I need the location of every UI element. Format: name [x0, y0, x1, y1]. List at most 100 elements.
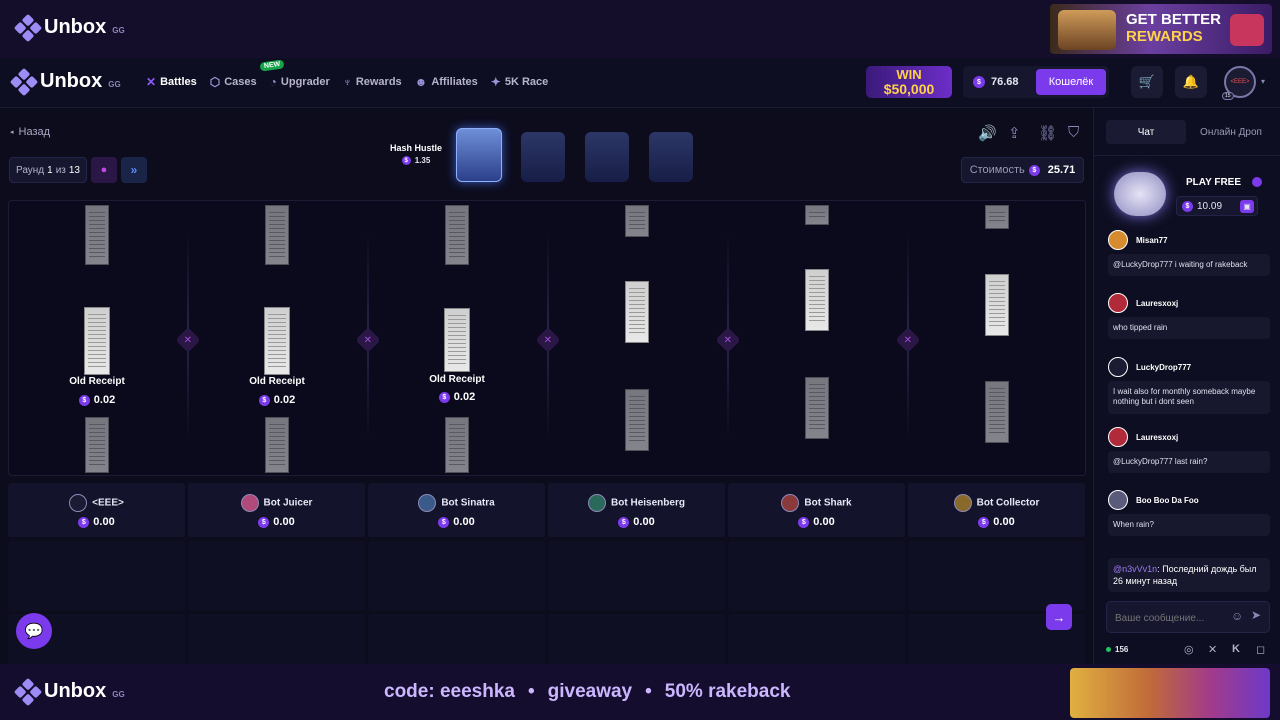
receipt-item-image — [84, 307, 110, 375]
banner-logo-text: Unbox — [44, 16, 107, 38]
users-icon: ☻ — [414, 75, 428, 89]
chat-username[interactable]: Lauresxoxj — [1136, 298, 1179, 308]
divider — [1094, 155, 1280, 156]
footer-logo[interactable]: Unbox GG — [13, 677, 125, 706]
player-card[interactable]: Bot Shark $0.00 — [728, 483, 905, 537]
share-icon[interactable]: ⇪ — [1008, 125, 1021, 142]
user-avatar — [1108, 490, 1128, 510]
upgrade-icon: ◔ — [269, 75, 277, 89]
player-card[interactable]: Bot Sinatra $0.00 — [368, 483, 545, 537]
receipt-item-image — [265, 205, 289, 265]
rewards-promo-banner[interactable]: GET BETTER REWARDS — [1050, 4, 1272, 54]
case-image-active[interactable] — [456, 128, 502, 182]
case-image[interactable] — [521, 132, 565, 182]
receipt-item-image — [805, 205, 829, 225]
player-name: Bot Juicer — [263, 497, 313, 509]
unbox-logo-icon — [13, 13, 43, 42]
footer-banner: Unbox GG code: eeeshka • giveaway • 50% … — [0, 664, 1280, 720]
nav-item-battles[interactable]: ✕Battles — [146, 75, 197, 89]
case-price: 1.35 — [414, 156, 431, 165]
arrow-right-icon[interactable]: → — [1046, 604, 1072, 630]
play-free-box[interactable]: $ 10.09 ▣ — [1176, 196, 1258, 216]
versus-icon: ✕ — [895, 327, 921, 353]
nav-item-upgrader[interactable]: ◔Upgrader NEW — [259, 59, 330, 89]
player-card[interactable]: Bot Collector $0.00 — [908, 483, 1085, 537]
receipt-item-image — [265, 417, 289, 473]
nav-item-cases[interactable]: ⬡Cases — [210, 75, 257, 89]
nav-item-affiliates[interactable]: ☻Affiliates — [415, 75, 478, 89]
x-twitter-icon[interactable]: ✕ — [1208, 644, 1218, 656]
nav-race-label: 5K Race — [504, 76, 549, 88]
separator-dot: • — [527, 681, 535, 702]
nav-logo[interactable]: Unbox GG — [9, 67, 121, 96]
info-icon[interactable] — [1252, 177, 1262, 187]
player-card[interactable]: Bot Juicer $0.00 — [188, 483, 365, 537]
win-promo-button[interactable]: WIN $50,000 — [866, 66, 952, 98]
reel-item-name: Old Receipt — [249, 376, 305, 387]
send-icon[interactable]: ➤ — [1251, 608, 1262, 622]
chat-input[interactable] — [1115, 609, 1225, 627]
chat-text: @LuckyDrop777 last rain? — [1108, 451, 1270, 474]
emoji-icon[interactable]: ☺ — [1231, 609, 1244, 623]
user-avatar[interactable]: <EEE> 15 — [1222, 66, 1256, 100]
system-user[interactable]: @n3vVv1n — [1113, 564, 1158, 574]
coin-icon: $ — [798, 516, 810, 528]
chat-text: who tipped rain — [1108, 317, 1270, 340]
discord-icon[interactable]: ◎ — [1184, 644, 1194, 656]
chevron-down-icon[interactable]: ▾ — [1261, 77, 1266, 86]
online-count: 156 — [1115, 645, 1129, 654]
player-avatar — [69, 494, 88, 512]
case-image[interactable] — [649, 132, 693, 182]
kick-icon[interactable]: K — [1232, 643, 1240, 655]
separator-dot: • — [645, 681, 652, 702]
shield-icon[interactable]: ⛉ — [1068, 124, 1080, 141]
player-name: Bot Shark — [804, 497, 852, 509]
instagram-icon[interactable]: ◻ — [1256, 644, 1266, 656]
promo-gift-image — [1058, 10, 1116, 50]
coin-icon: $ — [973, 76, 985, 88]
nav-item-5k-race[interactable]: ✦5K Race — [491, 75, 548, 89]
case-image[interactable] — [585, 132, 629, 182]
promo-line2: REWARDS — [1126, 28, 1203, 45]
link-icon[interactable]: ⛓ — [1038, 125, 1058, 142]
player-value: 0.00 — [453, 516, 475, 528]
coin-icon: $ — [438, 391, 450, 403]
drop-slot — [908, 541, 1085, 611]
sound-icon[interactable]: 🔊 — [978, 125, 997, 142]
coin-icon: $ — [1182, 200, 1193, 212]
chat-username[interactable]: Boo Boo Da Foo — [1136, 495, 1199, 505]
drop-slot — [548, 614, 725, 664]
new-badge: NEW — [259, 59, 285, 72]
coin-icon: $ — [978, 516, 990, 528]
player-card[interactable]: Bot Heisenberg $0.00 — [548, 483, 725, 537]
chat-username[interactable]: Lauresxoxj — [1136, 432, 1179, 442]
promo-rakeback: 50% rakeback — [664, 681, 791, 702]
bell-icon[interactable]: 🔔 — [1175, 66, 1207, 98]
player-name: Bot Collector — [976, 497, 1040, 509]
user-avatar — [1108, 357, 1128, 377]
cart-icon[interactable]: 🛒 — [1131, 66, 1163, 98]
chat-username[interactable]: Misan77 — [1136, 235, 1168, 245]
player-value: 0.00 — [993, 516, 1015, 528]
round-label: Раунд — [15, 164, 45, 176]
banner-logo-suffix: GG — [112, 26, 125, 35]
player-avatar — [588, 494, 607, 512]
bomb-mode-icon[interactable]: ● — [91, 157, 117, 183]
banner-logo[interactable]: Unbox GG — [13, 13, 125, 42]
chat-message: LuckyDrop777 I wait also for monthly som… — [1108, 357, 1270, 414]
chat-username[interactable]: LuckyDrop777 — [1136, 362, 1192, 372]
fast-mode-icon[interactable]: » — [121, 157, 147, 183]
wallet-button[interactable]: Кошелёк — [1036, 69, 1106, 95]
back-link[interactable]: ◂ Назад — [10, 126, 50, 138]
chat-toggle-icon[interactable]: 💬 — [16, 613, 52, 649]
footer-loot-image — [1070, 668, 1270, 718]
trash-icon: ▣ — [1240, 200, 1254, 213]
tab-online-drop[interactable]: Онлайн Дроп — [1200, 126, 1262, 138]
tab-chat[interactable]: Чат — [1106, 120, 1186, 144]
drop-slot — [188, 614, 365, 664]
user-avatar — [1108, 293, 1128, 313]
nav-menu: ✕Battles ⬡Cases ◔Upgrader NEW ♆Rewards ☻… — [146, 59, 548, 89]
nav-item-rewards[interactable]: ♆Rewards — [343, 75, 402, 89]
player-card[interactable]: <EEE> $0.00 — [8, 483, 185, 537]
unbox-logo-icon — [13, 677, 43, 706]
